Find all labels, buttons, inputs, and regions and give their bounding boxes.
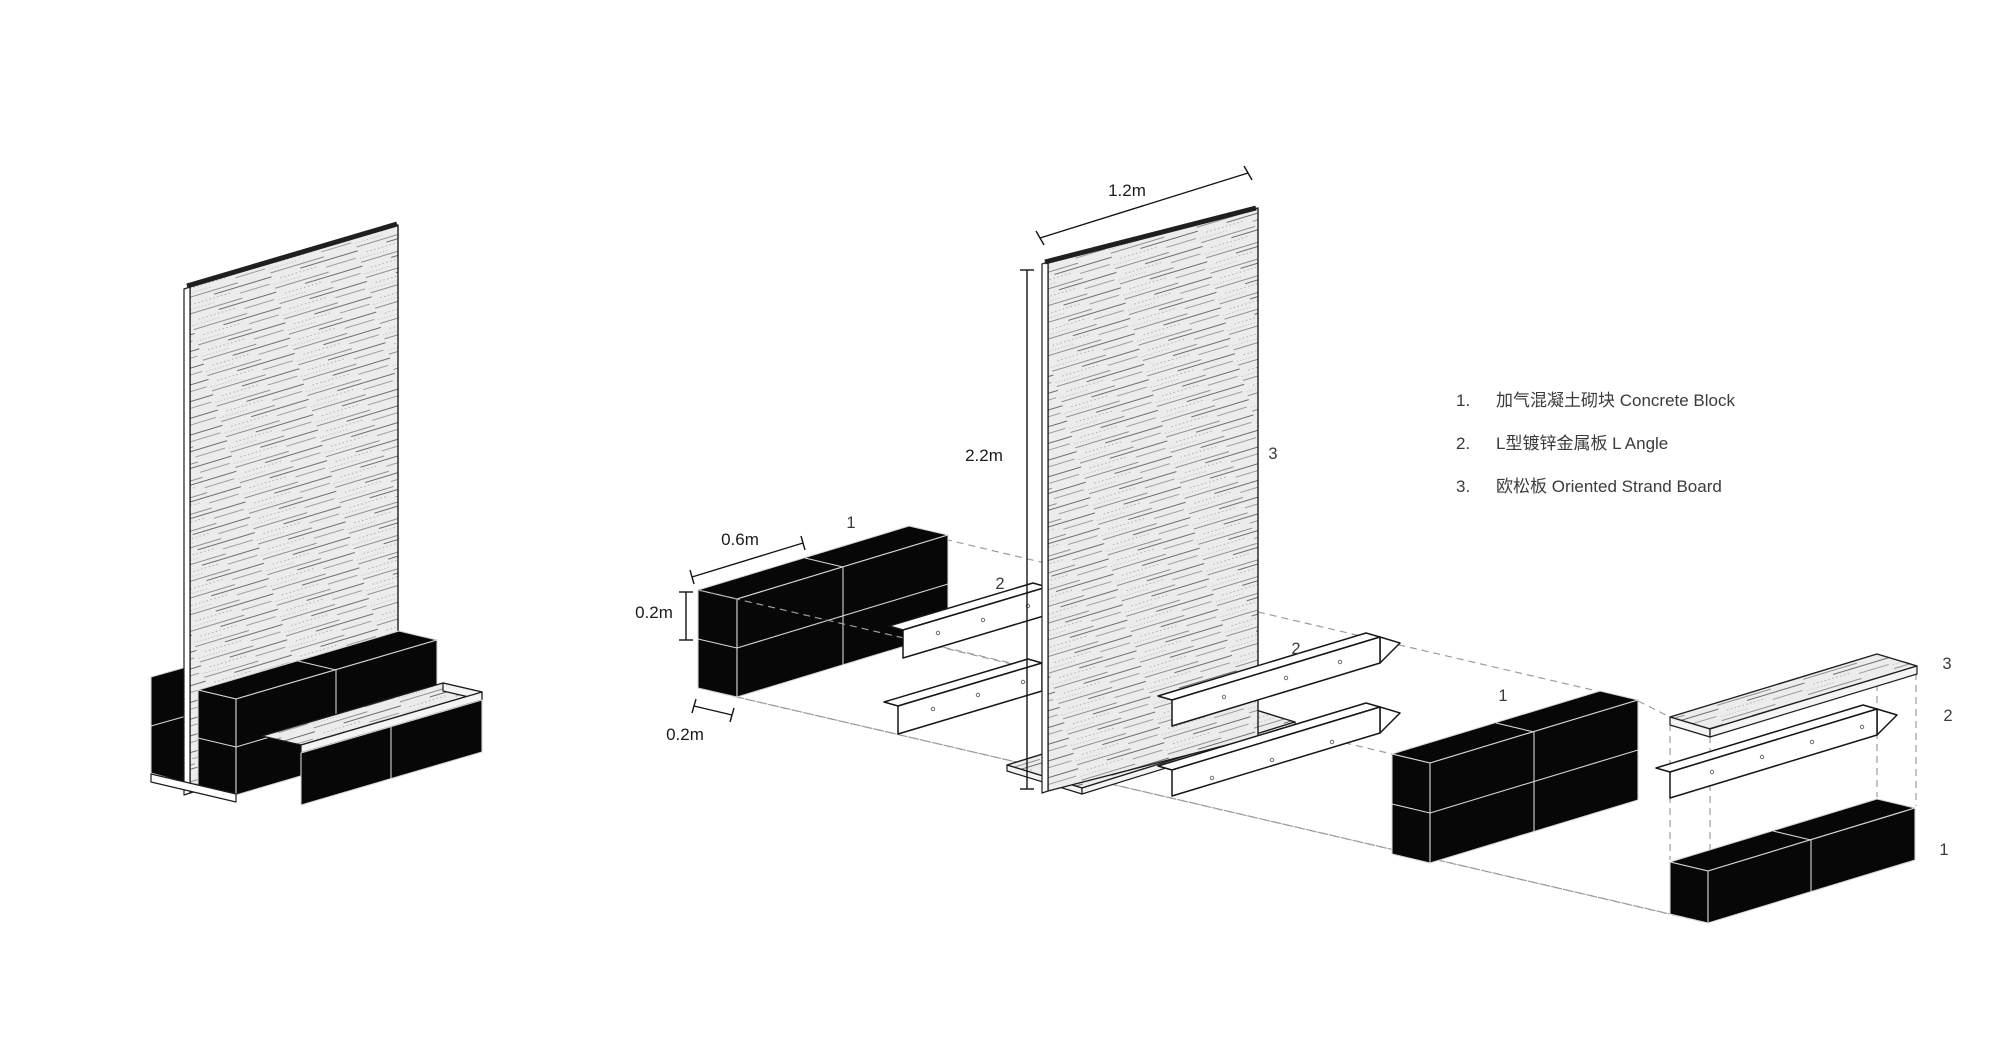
dim-block-height	[679, 591, 693, 641]
exploded-seat-stack	[1655, 653, 1918, 924]
legend-item-number: 3.	[1456, 477, 1471, 496]
assembled-base-plate	[150, 773, 237, 803]
part-marker-right-angle: 2	[1291, 640, 1300, 658]
exploded-view: 1.2m 2.2m 0.6m 0.2m 0.2m 1 2 3 2 1 3 2 1	[635, 165, 1953, 924]
dim-wall-width	[1035, 165, 1253, 246]
assembled-view	[150, 221, 483, 806]
assembled-bench-row	[261, 682, 483, 806]
part-marker-stack-block: 1	[1939, 841, 1948, 859]
legend-item-number: 2.	[1456, 434, 1471, 453]
legend-item-l-angle: 2. L型镀锌金属板 L Angle	[1456, 434, 1735, 454]
dim-wall-height	[1020, 269, 1034, 790]
part-marker-wall-board: 3	[1268, 445, 1277, 463]
dim-label-block-length: 0.6m	[721, 530, 759, 549]
dim-label-wall-height: 2.2m	[965, 446, 1003, 465]
legend: 1. 加气混凝土砌块 Concrete Block 2. L型镀锌金属板 L A…	[1456, 391, 1735, 520]
stack-block	[1669, 798, 1916, 924]
legend-item-label: L型镀锌金属板 L Angle	[1496, 434, 1669, 453]
legend-item-label: 欧松板 Oriented Strand Board	[1496, 477, 1722, 496]
dim-block-length	[689, 535, 806, 585]
exploded-left-block	[697, 525, 949, 698]
dim-label-wall-width: 1.2m	[1108, 181, 1146, 200]
exploded-right-angles	[1157, 632, 1401, 797]
exploded-left-angles	[883, 582, 1048, 735]
part-marker-right-block: 1	[1498, 687, 1507, 705]
part-marker-left-angle: 2	[995, 575, 1004, 593]
stack-l-angle	[1655, 704, 1898, 799]
legend-item-concrete-block: 1. 加气混凝土砌块 Concrete Block	[1456, 391, 1735, 411]
part-marker-stack-board: 3	[1942, 655, 1951, 673]
legend-item-osb: 3. 欧松板 Oriented Strand Board	[1456, 477, 1735, 497]
dimension-lines	[679, 165, 1253, 790]
legend-item-number: 1.	[1456, 391, 1471, 410]
dim-label-block-height: 0.2m	[635, 603, 673, 622]
part-marker-stack-angle: 2	[1943, 707, 1952, 725]
legend-item-label: 加气混凝土砌块 Concrete Block	[1496, 391, 1735, 410]
part-marker-left-block: 1	[846, 514, 855, 532]
dim-block-depth	[691, 698, 735, 723]
stack-osb-board	[1669, 653, 1918, 738]
exploded-right-block	[1391, 690, 1639, 864]
dim-label-block-depth: 0.2m	[666, 725, 704, 744]
